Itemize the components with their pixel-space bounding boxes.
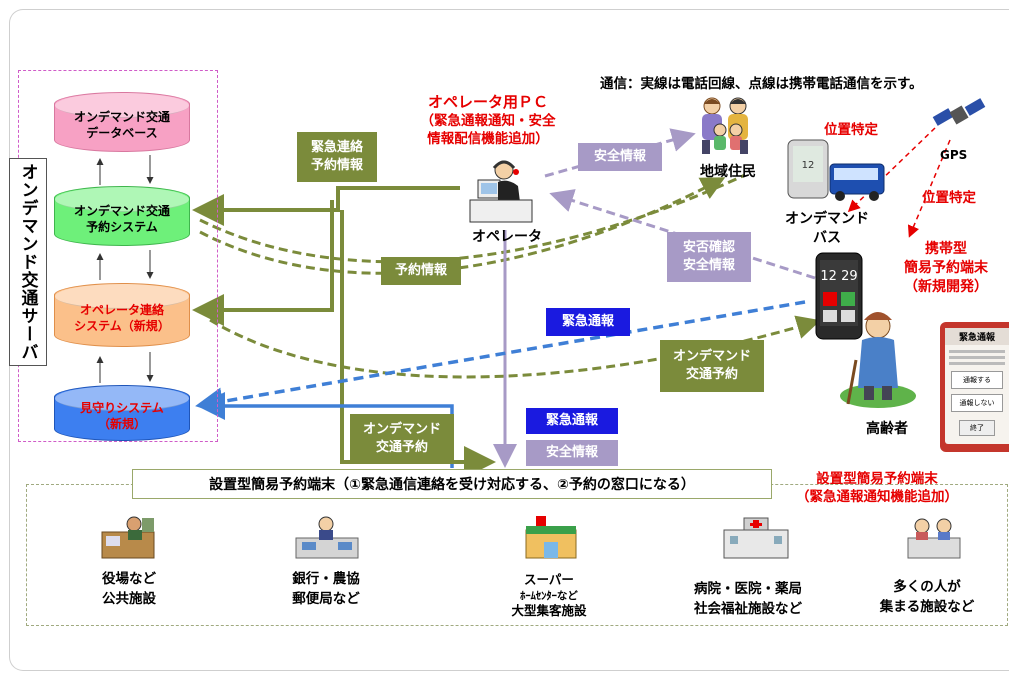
tag-emergency-mid: 緊急通報 <box>546 308 630 336</box>
operator-label: オペレータ <box>472 229 542 245</box>
reservation-system: オンデマンド交通予約システム <box>54 186 190 246</box>
elderly-label: 高齢者 <box>866 421 908 437</box>
server-label: オンデマンド交通サーバ <box>9 158 47 366</box>
tag-emergency-bottom: 緊急通報 <box>526 408 618 434</box>
mobile-terminal-icon: 12 29 <box>815 252 863 340</box>
communication-legend: 通信：実線は電話回線、点線は携帯電話通信を示す。 <box>600 76 923 92</box>
facility-title: 設置型簡易予約端末（①緊急通信連絡を受け対応する、②予約の窓口になる） <box>132 469 772 499</box>
end-button[interactable]: 終了 <box>959 420 995 436</box>
bank-icon <box>292 512 362 560</box>
ondemand-database: オンデマンド交通データベース <box>54 92 190 152</box>
operator-contact-system: オペレータ連絡システム（新規） <box>54 283 190 347</box>
safety-confirm-line <box>549 189 816 280</box>
phone-line-operator <box>192 200 334 326</box>
bus-icon: 12 <box>786 136 886 206</box>
gps-line-bus <box>847 127 936 213</box>
gps-label: GPS <box>940 148 968 162</box>
gps-satellite-icon <box>930 98 990 140</box>
facility-bank-label: 銀行・農協郵便局など <box>292 571 360 607</box>
phone-screen-title: 緊急通報 <box>945 328 1009 345</box>
tag-ondemand-reserve-right: オンデマンド交通予約 <box>660 340 764 392</box>
mobile-line-elderly <box>209 315 821 379</box>
hospital-icon <box>720 512 792 560</box>
operator-pc-title: オペレータ用ＰＣ （緊急通報通知・安全 情報配信機能追加） <box>420 93 556 148</box>
phone-screen: 緊急通報 通報する 通報しない 終了 <box>940 322 1009 452</box>
position-label-1: 位置特定 <box>824 122 878 138</box>
tag-safety-confirm: 安否確認安全情報 <box>667 232 751 282</box>
residents-label: 地域住民 <box>700 164 756 180</box>
public-office-icon <box>98 512 158 560</box>
facility-hospital-label: 病院・医院・薬局社会福祉施設など <box>694 581 802 617</box>
tag-ondemand-reserve-bottom: オンデマンド交通予約 <box>350 414 454 464</box>
elderly-icon <box>836 300 916 410</box>
bus-label: オンデマンドバス <box>785 211 869 246</box>
report-button[interactable]: 通報する <box>951 371 1003 389</box>
residents-icon <box>690 96 762 156</box>
tag-safety-info: 安全情報 <box>578 143 662 171</box>
emergency-mobile-line <box>195 300 806 416</box>
facility-crowded-label: 多くの人が集まる施設など <box>879 579 975 615</box>
position-label-2: 位置特定 <box>922 190 976 206</box>
crowded-facility-icon <box>904 512 964 560</box>
tag-safety-bottom: 安全情報 <box>526 440 618 466</box>
phone-line-reservation <box>192 186 460 226</box>
svg-text:12: 12 <box>802 160 815 171</box>
gps-line-phone <box>907 139 951 238</box>
facility-public-label: 役場など公共施設 <box>102 571 156 607</box>
operator-icon <box>468 158 538 224</box>
mobile-terminal-label: 携帯型簡易予約端末（新規開発） <box>904 241 988 295</box>
no-report-button[interactable]: 通報しない <box>951 394 1003 412</box>
monitoring-system: 見守りシステム（新規） <box>54 385 190 441</box>
tag-emergency-reservation: 緊急連絡予約情報 <box>297 132 377 182</box>
tag-reservation-info: 予約情報 <box>381 257 461 285</box>
installed-terminal-note: 設置型簡易予約端末（緊急通報通知機能追加） <box>796 471 958 506</box>
facility-supermarket-label: スーパーﾎｰﾑｾﾝﾀｰなど大型集客施設 <box>511 572 587 619</box>
supermarket-icon <box>520 512 580 560</box>
svg-text:12 29: 12 29 <box>820 269 857 284</box>
